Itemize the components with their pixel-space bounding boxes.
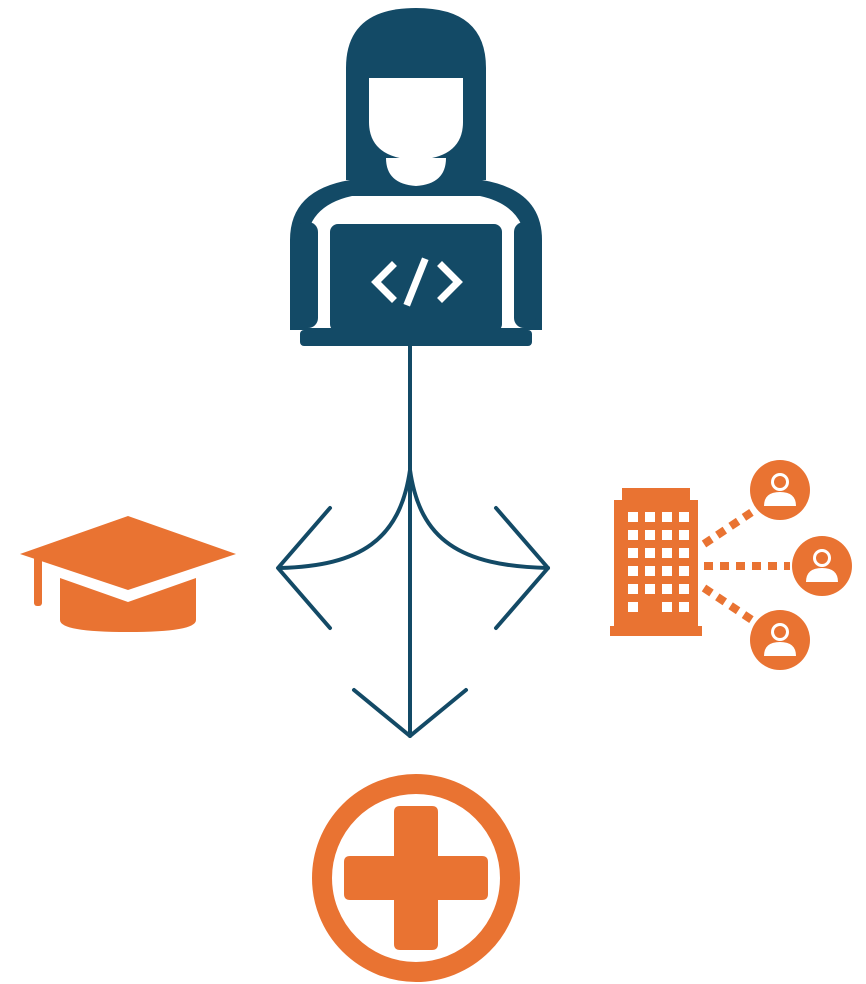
flow-arrows [276, 344, 550, 738]
developer-arm-right [514, 222, 536, 328]
laptop-base [300, 330, 532, 346]
graduation-cap-tassel [34, 556, 42, 606]
person-circle-middle [792, 536, 852, 596]
developer-collar [386, 158, 446, 186]
flow-arrow-left [278, 468, 412, 570]
person-circle-bottom [750, 610, 810, 670]
flow-arrowhead-down [352, 688, 468, 738]
building-roof [622, 488, 690, 502]
code-bracket-left [371, 261, 397, 303]
flow-arrowhead-right [494, 506, 550, 630]
medical-cross [344, 806, 488, 950]
code-bracket-right [437, 261, 463, 303]
connector-top [701, 508, 755, 548]
person-circle-top [750, 460, 810, 520]
flow-arrow-right [408, 468, 550, 570]
flow-arrowhead-left [276, 506, 332, 630]
laptop-icon [300, 224, 532, 346]
developer-arm-left [296, 222, 318, 328]
graduation-cap-base [60, 578, 196, 632]
office-building-icon [610, 488, 702, 636]
code-brackets-icon [371, 257, 463, 307]
developer-arms [296, 222, 536, 328]
building-ground [610, 626, 702, 636]
network-connectors [701, 508, 790, 624]
connector-bottom [701, 584, 755, 624]
code-slash [403, 257, 429, 307]
graduation-cap-icon [20, 516, 236, 632]
medical-ring [312, 774, 520, 982]
medical-cross-icon [312, 774, 520, 982]
office-building-network-icon [610, 460, 852, 670]
graduation-cap-board [20, 516, 236, 590]
building-windows [628, 512, 689, 612]
developer-face [369, 78, 463, 160]
